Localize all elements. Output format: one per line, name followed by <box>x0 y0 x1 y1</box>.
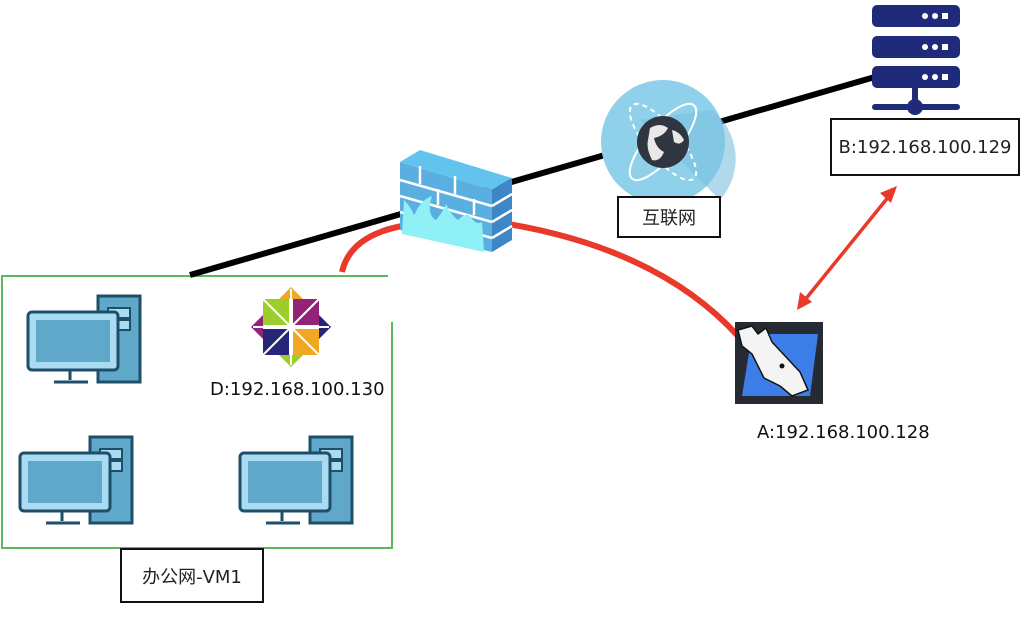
office-network-group-border <box>1 275 393 549</box>
desktop-computer-icon[interactable] <box>18 435 134 525</box>
desktop-computer-icon[interactable] <box>26 294 142 384</box>
centos-icon[interactable] <box>251 287 331 367</box>
host-d-label: D:192.168.100.130 <box>210 379 385 400</box>
link-d-to-attacker <box>339 221 741 339</box>
kali-dragon-icon[interactable] <box>735 322 823 404</box>
desktop-computer-icon[interactable] <box>238 435 354 525</box>
link-office-to-server <box>189 69 893 278</box>
server-icon[interactable] <box>872 5 960 115</box>
firewall-icon[interactable] <box>399 150 513 252</box>
attacker-a-label: A:192.168.100.128 <box>757 422 930 443</box>
office-network-label: 办公网-VM1 <box>120 548 264 603</box>
internet-label: 互联网 <box>617 196 721 238</box>
link-attacker-to-server-arrow <box>797 186 897 310</box>
server-b-label: B:192.168.100.129 <box>830 118 1020 176</box>
globe-icon[interactable] <box>601 80 736 204</box>
